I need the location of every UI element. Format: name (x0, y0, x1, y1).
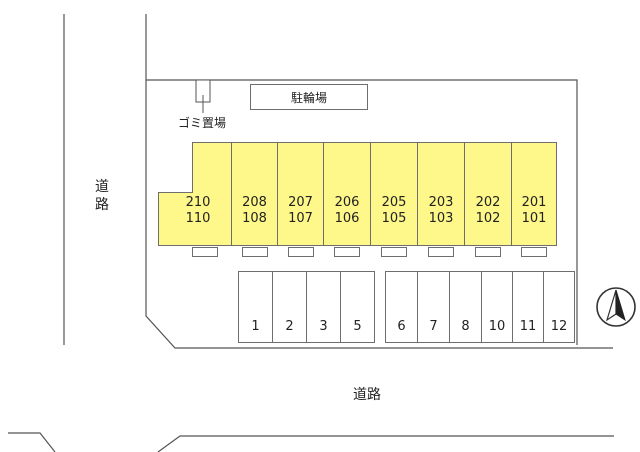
unit-entrance-step (287, 247, 314, 257)
parking-space-number: 7 (429, 319, 438, 334)
parking-space: 11 (512, 271, 544, 343)
garbage-label: ゴミ置場 (178, 116, 227, 130)
unit-lower-number: 102 (475, 211, 501, 226)
unit-entrance-step (428, 247, 454, 257)
parking-space: 1 (238, 271, 273, 343)
property-boundary-top (145, 14, 578, 345)
property-boundary-bottom (145, 80, 613, 349)
unit-upper-number: 201 (521, 195, 547, 210)
unit-entrance-step (521, 247, 547, 257)
unit-entrance-step (334, 247, 360, 257)
north-arrow-icon (596, 287, 636, 327)
parking-space: 12 (543, 271, 575, 343)
lower-road-edge-right (157, 435, 614, 452)
unit-upper-number: 208 (242, 195, 267, 210)
unit-upper-number: 206 (334, 195, 360, 210)
parking-space-number: 1 (251, 319, 260, 334)
unit-lower-number: 108 (242, 211, 267, 226)
unit-entrance-step (381, 247, 407, 257)
unit-upper-number: 210 (185, 195, 211, 210)
unit-lower-number: 103 (428, 211, 454, 226)
unit-block (158, 192, 232, 246)
unit-entrance-step (475, 247, 501, 257)
unit-entrance-step (192, 247, 218, 257)
unit-lower-number: 101 (521, 211, 547, 226)
left-road-label: 道路 (95, 179, 109, 213)
parking-space: 6 (385, 271, 418, 343)
parking-space: 2 (272, 271, 307, 343)
parking-space-number: 3 (319, 319, 328, 334)
unit-block-upper (192, 142, 232, 198)
bottom-road-label: 道路 (353, 387, 381, 403)
parking-space-number: 6 (397, 319, 406, 334)
parking-space-number: 2 (285, 319, 294, 334)
unit-upper-number: 202 (475, 195, 501, 210)
unit-block-join (193, 191, 231, 194)
unit-lower-number: 106 (334, 211, 360, 226)
unit-upper-number: 203 (428, 195, 454, 210)
parking-space: 7 (417, 271, 450, 343)
unit-lower-number: 110 (185, 211, 211, 226)
bicycle-parking: 駐輪場 (250, 84, 368, 110)
unit-lower-number: 107 (288, 211, 313, 226)
parking-space: 3 (306, 271, 341, 343)
parking-space-number: 8 (461, 319, 470, 334)
parking-space-number: 12 (550, 319, 568, 334)
parking-space: 10 (481, 271, 513, 343)
parking-space: 8 (449, 271, 482, 343)
parking-space-number: 5 (353, 319, 362, 334)
unit-upper-number: 207 (288, 195, 313, 210)
lower-road-edge-left (8, 432, 56, 452)
parking-space-number: 10 (488, 319, 506, 334)
unit-upper-number: 205 (381, 195, 407, 210)
unit-lower-number: 105 (381, 211, 407, 226)
parking-space-number: 11 (519, 319, 537, 334)
unit-entrance-step (241, 247, 268, 257)
parking-space: 5 (340, 271, 375, 343)
